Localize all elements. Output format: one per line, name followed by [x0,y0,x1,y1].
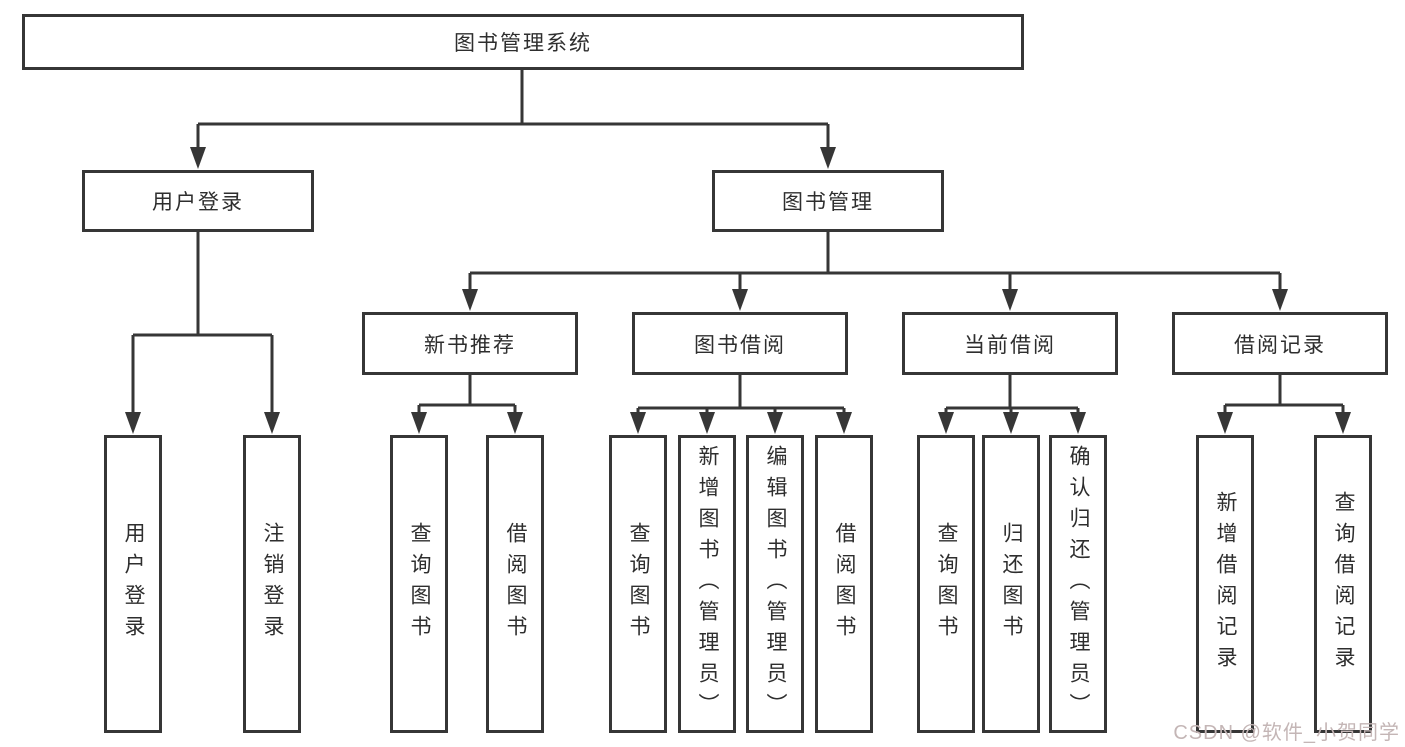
node-label: 图书管理系统 [454,32,592,55]
node-label: 图书管理 [782,191,874,214]
arrowheads-level2 [190,147,836,169]
node-book-management-module: 图书管理 [712,170,944,232]
leaf-label: 借阅图书 [833,522,856,646]
node-user-login-module: 用户登录 [82,170,314,232]
connector-root-to-level2 [196,70,830,147]
leaf-label: 查询借阅记录 [1332,491,1355,677]
leaf-label: 新增图书（管理员） [696,444,719,724]
leaf-add-books-admin: 新增图书（管理员） [678,435,736,733]
leaf-borrow-books-1: 借阅图书 [486,435,544,733]
node-label: 借阅记录 [1234,333,1326,357]
node-borrowing-records: 借阅记录 [1172,312,1388,375]
leaf-confirm-return-admin: 确认归还（管理员） [1049,435,1107,733]
leaf-label: 归还图书 [1000,522,1023,646]
node-new-book-recommend: 新书推荐 [362,312,578,375]
leaf-query-books-3: 查询图书 [917,435,975,733]
node-current-borrowing: 当前借阅 [902,312,1118,375]
node-library-management-system: 图书管理系统 [22,14,1024,70]
arrowheads-level3 [462,289,1288,311]
leaf-edit-books-admin: 编辑图书（管理员） [746,435,804,733]
node-label: 当前借阅 [964,333,1056,357]
connector-current-borrow-children [944,375,1080,412]
connector-borrow-records-children [1223,375,1345,412]
leaf-label: 查询图书 [627,522,650,646]
leaf-label: 查询图书 [935,522,958,646]
connector-new-book-rec-children [417,375,517,412]
leaf-label: 查询图书 [408,522,431,646]
node-book-borrowing: 图书借阅 [632,312,848,375]
leaf-label: 注销登录 [261,522,284,646]
leaf-label: 用户登录 [122,522,145,646]
leaf-label: 新增借阅记录 [1214,491,1237,677]
csdn-watermark: CSDN @软件_小贺同学 [1173,722,1400,744]
leaf-user-login: 用户登录 [104,435,162,733]
node-label: 图书借阅 [694,333,786,357]
leaf-borrow-books-2: 借阅图书 [815,435,873,733]
node-label: 用户登录 [152,191,244,214]
leaf-query-borrow-record: 查询借阅记录 [1314,435,1372,733]
leaf-add-borrow-record: 新增借阅记录 [1196,435,1254,733]
leaf-query-books-2: 查询图书 [609,435,667,733]
connector-book-mgmt-children [468,232,1282,289]
leaf-label: 编辑图书（管理员） [764,444,787,724]
connector-user-login-children [131,232,274,412]
leaf-logout: 注销登录 [243,435,301,733]
leaf-query-books-1: 查询图书 [390,435,448,733]
node-label: 新书推荐 [424,333,516,357]
arrowheads-leaves [125,412,1351,434]
leaf-label: 确认归还（管理员） [1067,444,1090,724]
leaf-label: 借阅图书 [504,522,527,646]
connector-book-borrow-children [636,375,846,412]
leaf-return-books: 归还图书 [982,435,1040,733]
